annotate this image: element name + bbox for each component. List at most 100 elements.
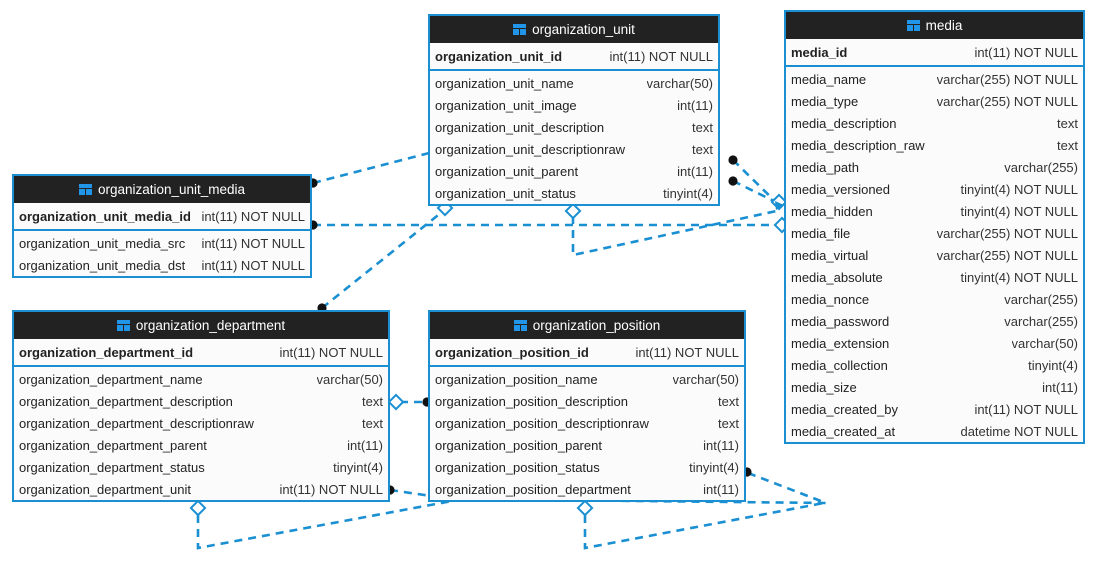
field-name: organization_unit_media_id (19, 208, 191, 224)
field-name: media_created_by (791, 401, 898, 417)
entity-title: organization_unit (532, 22, 635, 37)
endpoint-diamond (189, 499, 207, 517)
field-type: tinyint(4) NOT NULL (960, 181, 1078, 197)
field-name: organization_unit_media_src (19, 235, 186, 251)
primary-key-row-organization_unit_media[interactable]: organization_unit_media_id int(11) NOT N… (14, 203, 310, 231)
entity-table-organization_department[interactable]: organization_department organization_dep… (12, 310, 390, 502)
entity-header: organization_department (14, 312, 388, 339)
field-type: int(11) (703, 481, 739, 497)
field-type: int(11) NOT NULL (609, 48, 713, 64)
field-name: media_nonce (791, 291, 870, 307)
field-name: media_hidden (791, 203, 873, 219)
field-name: organization_unit_id (435, 48, 563, 64)
field-name: organization_unit_name (435, 75, 574, 91)
field-type: int(11) (1042, 379, 1078, 395)
primary-key-row-organization_position[interactable]: organization_position_id int(11) NOT NUL… (430, 339, 744, 367)
edge-department-bottom-loop (196, 499, 453, 550)
field-row[interactable]: media_size int(11) (786, 376, 1083, 398)
field-type: text (1057, 137, 1078, 153)
table-icon (513, 24, 527, 35)
field-type: text (718, 393, 739, 409)
field-type: int(11) (677, 97, 713, 113)
entity-table-media[interactable]: media media_id int(11) NOT NULL media_na… (784, 10, 1085, 444)
edge-position-bottom-loop (583, 501, 825, 550)
field-type: text (362, 393, 383, 409)
primary-key-row-media[interactable]: media_id int(11) NOT NULL (786, 39, 1083, 67)
field-type: varchar(255) NOT NULL (936, 93, 1078, 109)
field-row[interactable]: media_type varchar(255) NOT NULL (786, 90, 1083, 112)
entity-table-organization_unit[interactable]: organization_unit organization_unit_id i… (428, 14, 720, 206)
field-name: organization_department_name (19, 371, 203, 387)
field-name: organization_department_id (19, 344, 194, 360)
field-name: media_type (791, 93, 859, 109)
field-name: media_path (791, 159, 859, 175)
entity-title: organization_department (135, 318, 286, 333)
field-name: media_virtual (791, 247, 869, 263)
field-name: organization_position_status (435, 459, 600, 475)
field-type: text (692, 119, 713, 135)
entity-title: organization_unit_media (97, 182, 246, 197)
entity-table-organization_unit_media[interactable]: organization_unit_media organization_uni… (12, 174, 312, 278)
field-type: int(11) NOT NULL (201, 257, 305, 273)
entity-header: organization_unit (430, 16, 718, 43)
field-row[interactable]: media_collection tinyint(4) (786, 354, 1083, 376)
field-type: varchar(50) (316, 371, 383, 387)
edge-unit-image-to-media (571, 208, 782, 257)
field-name: media_size (791, 379, 857, 395)
table-icon (513, 320, 527, 331)
field-type: varchar(255) (1004, 313, 1078, 329)
primary-key-row-organization_department[interactable]: organization_department_id int(11) NOT N… (14, 339, 388, 367)
field-name: media_created_at (791, 423, 896, 439)
entity-table-organization_position[interactable]: organization_position organization_posit… (428, 310, 746, 502)
field-row[interactable]: media_created_by int(11) NOT NULL (786, 398, 1083, 420)
field-type: int(11) (677, 163, 713, 179)
field-name: media_collection (791, 357, 888, 373)
field-type: text (1057, 115, 1078, 131)
field-row[interactable]: organization_unit_media_dst int(11) NOT N… (14, 254, 310, 276)
field-type: text (718, 415, 739, 431)
field-type: tinyint(4) NOT NULL (960, 269, 1078, 285)
field-name: media_id (791, 44, 848, 60)
primary-key-row-organization_unit[interactable]: organization_unit_id int(11) NOT NULL (430, 43, 718, 71)
field-type: text (362, 415, 383, 431)
field-row[interactable]: organization_department_name varchar(50) (14, 368, 388, 390)
field-name: organization_unit_media_dst (19, 257, 186, 273)
field-type: tinyint(4) (1028, 357, 1078, 373)
field-name: organization_department_parent (19, 437, 207, 453)
field-name: organization_department_unit (19, 481, 192, 497)
field-type: int(11) NOT NULL (974, 401, 1078, 417)
